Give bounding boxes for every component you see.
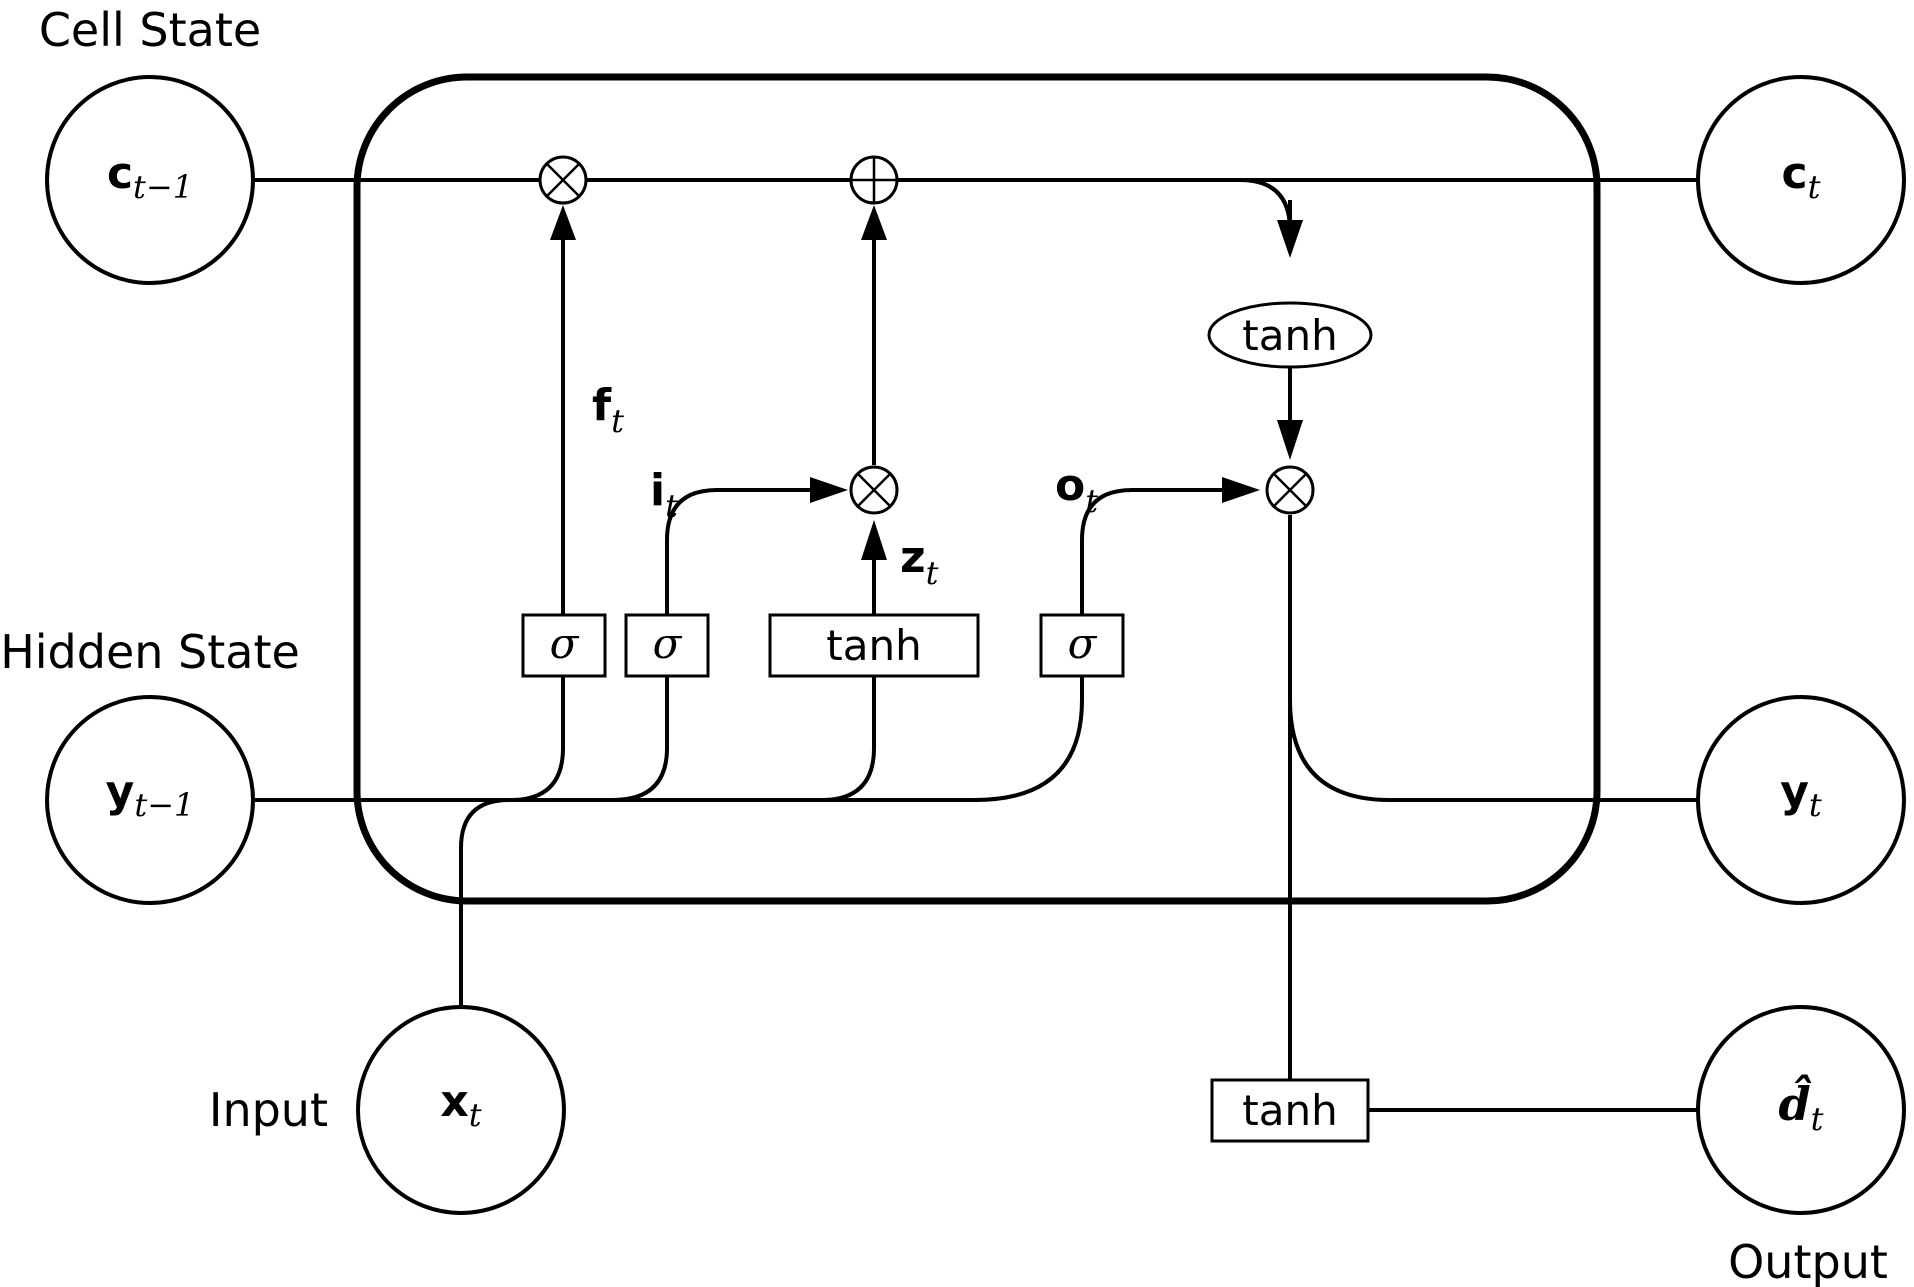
input-title: Input — [209, 1083, 328, 1137]
cell-state-node: ct — [1696, 75, 1906, 285]
cell-state-label: ct — [1782, 148, 1821, 206]
hidden-state-prev-node: yt−1 — [45, 695, 255, 905]
output-node: d̂t — [1696, 1005, 1906, 1215]
forget-sigma-label: σ — [550, 619, 580, 668]
input-gate-wire — [612, 676, 669, 802]
output-node-label: d̂t — [1778, 1074, 1823, 1138]
tanh-arrowhead — [1277, 220, 1303, 258]
output-arrowhead — [1222, 477, 1260, 503]
input-sigma-label: σ — [653, 619, 683, 668]
output-gate-label: ot — [1055, 460, 1098, 520]
forget-gate-label: ft — [592, 380, 624, 440]
candidate-label: zt — [900, 532, 939, 592]
lstm-cell-boundary — [353, 73, 1601, 905]
output-sigma-box — [1039, 613, 1125, 678]
output-tanh-box — [1210, 1078, 1370, 1143]
cell-tanh-label: tanh — [1242, 311, 1337, 360]
add-arrowhead — [861, 205, 887, 240]
cell-add-operator — [849, 155, 899, 205]
output-multiply-operator — [1265, 465, 1315, 515]
input-multiply-operator — [849, 465, 899, 515]
cell-state-title: Cell State — [39, 3, 261, 57]
hidden-state-label: yt — [1780, 766, 1822, 824]
input-node: xt — [356, 1005, 566, 1215]
input-sigma-box — [624, 613, 710, 678]
output-sigma-label: σ — [1068, 619, 1098, 668]
output-gate-wire — [974, 676, 1084, 802]
forget-multiply-operator — [538, 155, 588, 205]
input-arrowhead — [810, 477, 848, 503]
input-node-label: xt — [440, 1076, 481, 1134]
input-wire — [459, 798, 510, 1008]
input-gate-label: it — [650, 465, 678, 525]
output-tanh-label: tanh — [1242, 1086, 1337, 1135]
output-gate-arrow-line — [1080, 488, 1222, 625]
cell-tanh-ellipse — [1207, 301, 1373, 369]
cell-state-prev-label: ct−1 — [107, 148, 193, 206]
hidden-state-node: yt — [1696, 695, 1906, 905]
hidden-state-title: Hidden State — [0, 625, 300, 679]
output-title: Output — [1728, 1235, 1888, 1287]
forget-arrowhead — [550, 205, 576, 240]
candidate-tanh-label: tanh — [826, 621, 921, 670]
cell-state-prev-node: ct−1 — [45, 75, 255, 285]
hidden-state-prev-label: yt−1 — [106, 766, 195, 824]
candidate-wire — [821, 676, 876, 802]
forget-gate-wire — [510, 676, 565, 802]
forget-sigma-box — [521, 613, 607, 678]
input-gate-arrow-line — [665, 488, 810, 625]
output-to-y-wire — [1288, 515, 1698, 802]
candidate-arrowhead — [861, 520, 887, 560]
tanh-mult-arrowhead — [1277, 420, 1303, 460]
candidate-tanh-box — [768, 613, 980, 678]
